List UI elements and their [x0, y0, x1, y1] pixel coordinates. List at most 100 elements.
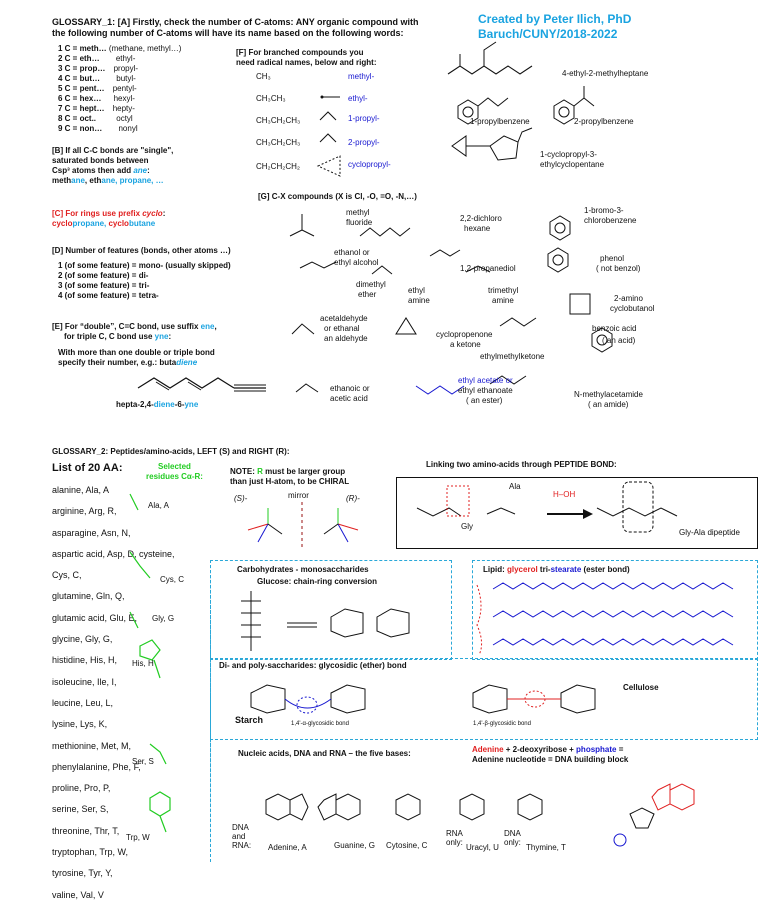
list-item: valine, Val, V — [52, 889, 104, 900]
cx-label: N-methylacetamide — [574, 390, 643, 399]
cx-label: ethanoic or — [330, 384, 370, 393]
base-label: Guanine, G — [334, 841, 375, 850]
compound-name: 4-ethyl-2-methylheptane — [562, 69, 649, 78]
cx-label: an aldehyde — [324, 334, 368, 343]
s-label: (S)- — [234, 494, 248, 503]
heptadienyne-structure — [137, 377, 266, 392]
list-item: aspartic acid, Asp, D, cysteine, — [52, 548, 175, 559]
list-item: 4 C = but… butyl- — [58, 74, 136, 83]
cx-label: ethyl — [408, 286, 425, 295]
compound-name: ethylcyclopentane — [540, 160, 605, 169]
residue-label: Ser, S — [132, 757, 154, 766]
residue-label: Trp, W — [126, 833, 150, 842]
carbohydrates-panel: Carbohydrates - monosaccharides Glucose:… — [210, 560, 452, 660]
list-item: proline, Pro, P, — [52, 783, 111, 794]
cx-label: ethyl acetate or — [458, 376, 513, 385]
aa-list-title: List of 20 AA: — [52, 462, 123, 474]
beta-bond-label: 1,4'-β-glycosidic bond — [473, 721, 531, 727]
base-label: Cytosine, C — [386, 841, 428, 850]
lipid-panel: Lipid: glycerol tri-stearate (ester bond… — [472, 560, 758, 660]
cx-label: ethyl ethanoate — [458, 386, 513, 395]
cx-label: ethylmethylketone — [480, 352, 545, 361]
cx-label: amine — [408, 296, 430, 305]
radical-name: methyl- — [348, 72, 375, 81]
compound-name: 1-propylbenzene — [470, 117, 530, 126]
radical-formula: CH₃CH₂CH₃ — [256, 116, 301, 125]
list-item: tryptophan, Trp, W, — [52, 847, 129, 858]
cx-label: a ketone — [450, 340, 481, 349]
compound-name: 2-propylbenzene — [574, 117, 634, 126]
radical-name: 1-propyl- — [348, 114, 380, 123]
list-item: alanine, Ala, A — [52, 485, 110, 495]
residue-label: His, H — [132, 659, 154, 668]
enantiomer-structures — [247, 502, 359, 548]
cx-label: phenol — [600, 254, 625, 263]
dna-only-label: DNA only: — [504, 829, 521, 847]
list-item: serine, Ser, S, — [52, 804, 109, 815]
residue-structures — [129, 493, 171, 833]
list-item: 5 C = pent… pentyl- — [58, 84, 137, 93]
cx-structures — [289, 214, 613, 395]
section-f-title: [F] For branched compounds you need radi… — [236, 48, 377, 67]
radical-formula: CH₃CH₂CH₃ — [256, 138, 301, 147]
cx-label: ( not benzol) — [596, 264, 641, 273]
glossary2-title: GLOSSARY_2: Peptides/amino-acids, LEFT (… — [52, 447, 290, 456]
dipeptide-label: Gly-Ala dipeptide — [679, 528, 740, 537]
credit-line-2: Baruch/CUNY/2018-2022 — [478, 27, 618, 41]
carb-subtitle: Glucose: chain-ring conversion — [257, 577, 378, 586]
r-label: (R)- — [346, 494, 360, 503]
section-e: [E] For “double”, C=C bond, use suffix e… — [52, 322, 217, 367]
list-item: methionine, Met, M, — [52, 740, 132, 751]
polysaccharide-panel: Di- and poly-saccharides: glycosidic (et… — [210, 658, 758, 740]
radical-name: 2-propyl- — [348, 138, 380, 147]
radical-formula: CH₃CH₃ — [256, 94, 286, 103]
polysaccharide-structures — [250, 684, 596, 714]
credit-line-1: Created by Peter Ilich, PhD — [478, 12, 632, 26]
cx-label: ether — [358, 290, 377, 299]
cx-label: amine — [492, 296, 514, 305]
cx-label: 2-amino — [614, 294, 643, 303]
radical-formula: CH₂CH₂CH₂ — [256, 162, 300, 171]
list-item: arginine, Arg, R, — [52, 506, 117, 517]
residue-label: Cys, C — [160, 575, 184, 584]
cx-label: 1-bromo-3- — [584, 206, 624, 215]
carbon-count-list: 1 C = meth… (methane, methyl…) 2 C = eth… — [58, 44, 181, 134]
branched-structures — [447, 41, 595, 161]
radical-table: CH₃ methyl- CH₃CH₃ ethyl- CH₃CH₂CH₃ 1-pr… — [256, 70, 426, 180]
glucose-structures — [241, 591, 410, 651]
radical-skeletons — [316, 95, 341, 177]
cx-label: fluoride — [346, 218, 373, 227]
cx-label: ethyl alcohol — [334, 258, 379, 267]
nucleobase-structures — [265, 783, 695, 847]
carb-title: Carbohydrates - monosaccharides — [237, 565, 369, 574]
peptide-title: Linking two amino-acids through PEPTIDE … — [426, 460, 617, 469]
list-item: glycine, Gly, G, — [52, 634, 113, 645]
cx-label: trimethyl — [488, 286, 519, 295]
na-title: Nucleic acids, DNA and RNA – the five ba… — [238, 749, 411, 758]
list-item: 7 C = hept… hepty- — [58, 104, 135, 113]
base-label: Thymine, T — [526, 843, 566, 852]
gly-label: Gly — [461, 522, 473, 531]
heptadienyne-name: hepta-2,4-diene-6-yne — [116, 400, 199, 409]
chirality-note: NOTE: R must be larger group than just H… — [230, 467, 350, 486]
list-item: asparagine, Asn, N, — [52, 527, 131, 538]
radical-name: ethyl- — [348, 94, 368, 103]
adenine-nucleotide-title: Adenine + 2-deoxyribose + phosphate = Ad… — [472, 745, 629, 764]
panel-divider — [210, 560, 211, 862]
polysaccharide-title: Di- and poly-saccharides: glycosidic (et… — [219, 661, 407, 670]
mirror-label: mirror — [288, 491, 309, 500]
base-label: Adenine, A — [268, 843, 307, 852]
glossary1-title: GLOSSARY_1: [A] Firstly, check the numbe… — [52, 17, 419, 38]
cx-label: benzoic acid — [592, 324, 637, 333]
cx-label: or ethanal — [324, 324, 360, 333]
list-item: glutamic acid, Glu, E, — [52, 612, 138, 623]
base-label: Uracyl, U — [466, 843, 499, 852]
list-item: 8 C = oct.. octyl — [58, 114, 133, 123]
cx-label: ( an amide) — [588, 400, 629, 409]
list-item: 6 C = hex… hexyl- — [58, 94, 135, 103]
list-item: 9 C = non… nonyl — [58, 124, 138, 133]
starch-label: Starch — [235, 715, 264, 725]
section-d: [D] Number of features (bonds, other ato… — [52, 246, 231, 300]
section-b: [B] If all C-C bonds are "single", satur… — [52, 146, 174, 185]
